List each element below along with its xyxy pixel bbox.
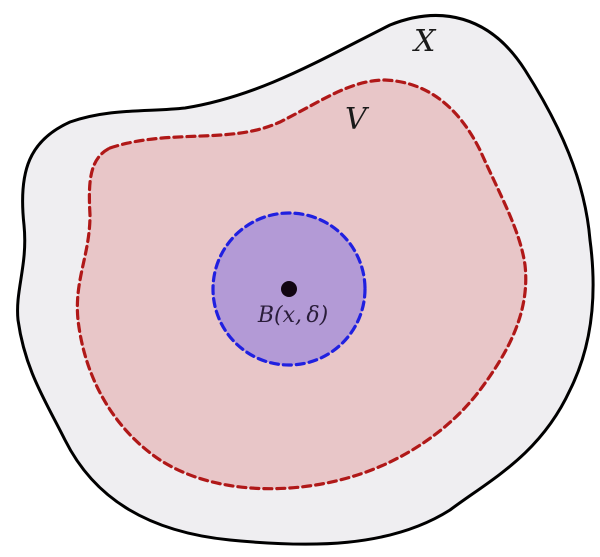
ball-label: B(x, δ) [257,303,328,328]
outer-set-label: X [412,24,437,59]
open-set-label: V [345,102,370,137]
center-point [281,281,297,297]
